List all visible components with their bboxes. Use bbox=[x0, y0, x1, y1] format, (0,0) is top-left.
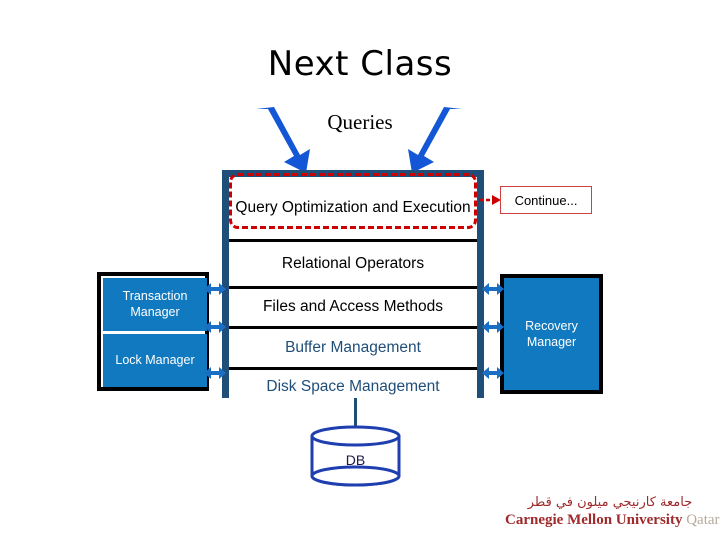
page-title: Next Class bbox=[267, 44, 453, 84]
connector-files-to-recovery-icon bbox=[482, 283, 504, 295]
concurrency-control-group: Transaction Manager Lock Manager bbox=[97, 272, 209, 391]
database-label: DB bbox=[345, 452, 366, 468]
connector-txn-to-buffer-icon bbox=[204, 321, 226, 333]
connector-buffer-to-recovery-icon bbox=[482, 321, 504, 333]
queries-arrow-right-icon bbox=[408, 107, 462, 173]
stack-row-disk-space-management[interactable]: Disk Space Management bbox=[229, 367, 477, 405]
cmu-qatar-logo: جامعة كارنيجي ميلون في قطر Carnegie Mell… bbox=[505, 495, 720, 529]
continue-callout[interactable]: Continue... bbox=[500, 186, 592, 214]
transaction-manager-box[interactable]: Transaction Manager bbox=[103, 278, 207, 331]
logo-qatar-text: Qatar bbox=[682, 512, 720, 529]
stack-row-relational-operators[interactable]: Relational Operators bbox=[229, 239, 477, 286]
queries-arrow-left-icon bbox=[256, 107, 310, 173]
dbms-architecture-stack: Query Optimization and Execution Relatio… bbox=[222, 170, 484, 405]
stack-row-query-optimization[interactable]: Query Optimization and Execution bbox=[229, 177, 477, 239]
continue-arrow-icon bbox=[479, 195, 501, 205]
queries-label: Queries bbox=[327, 110, 393, 134]
logo-english-text: Carnegie Mellon University Qatar bbox=[505, 511, 720, 529]
logo-arabic-text: جامعة كارنيجي ميلون في قطر bbox=[527, 495, 693, 510]
stack-row-buffer-management[interactable]: Buffer Management bbox=[229, 326, 477, 367]
stack-row-files-and-access-methods[interactable]: Files and Access Methods bbox=[229, 286, 477, 326]
connector-disk-to-recovery-icon bbox=[482, 367, 504, 379]
database-cylinder-icon bbox=[310, 398, 401, 487]
connector-txn-to-files-icon bbox=[204, 283, 226, 295]
connector-lock-to-disk-icon bbox=[204, 367, 226, 379]
lock-manager-box[interactable]: Lock Manager bbox=[103, 334, 207, 387]
recovery-manager-box[interactable]: Recovery Manager bbox=[500, 274, 603, 394]
logo-cmu-text: Carnegie Mellon University bbox=[505, 512, 683, 529]
